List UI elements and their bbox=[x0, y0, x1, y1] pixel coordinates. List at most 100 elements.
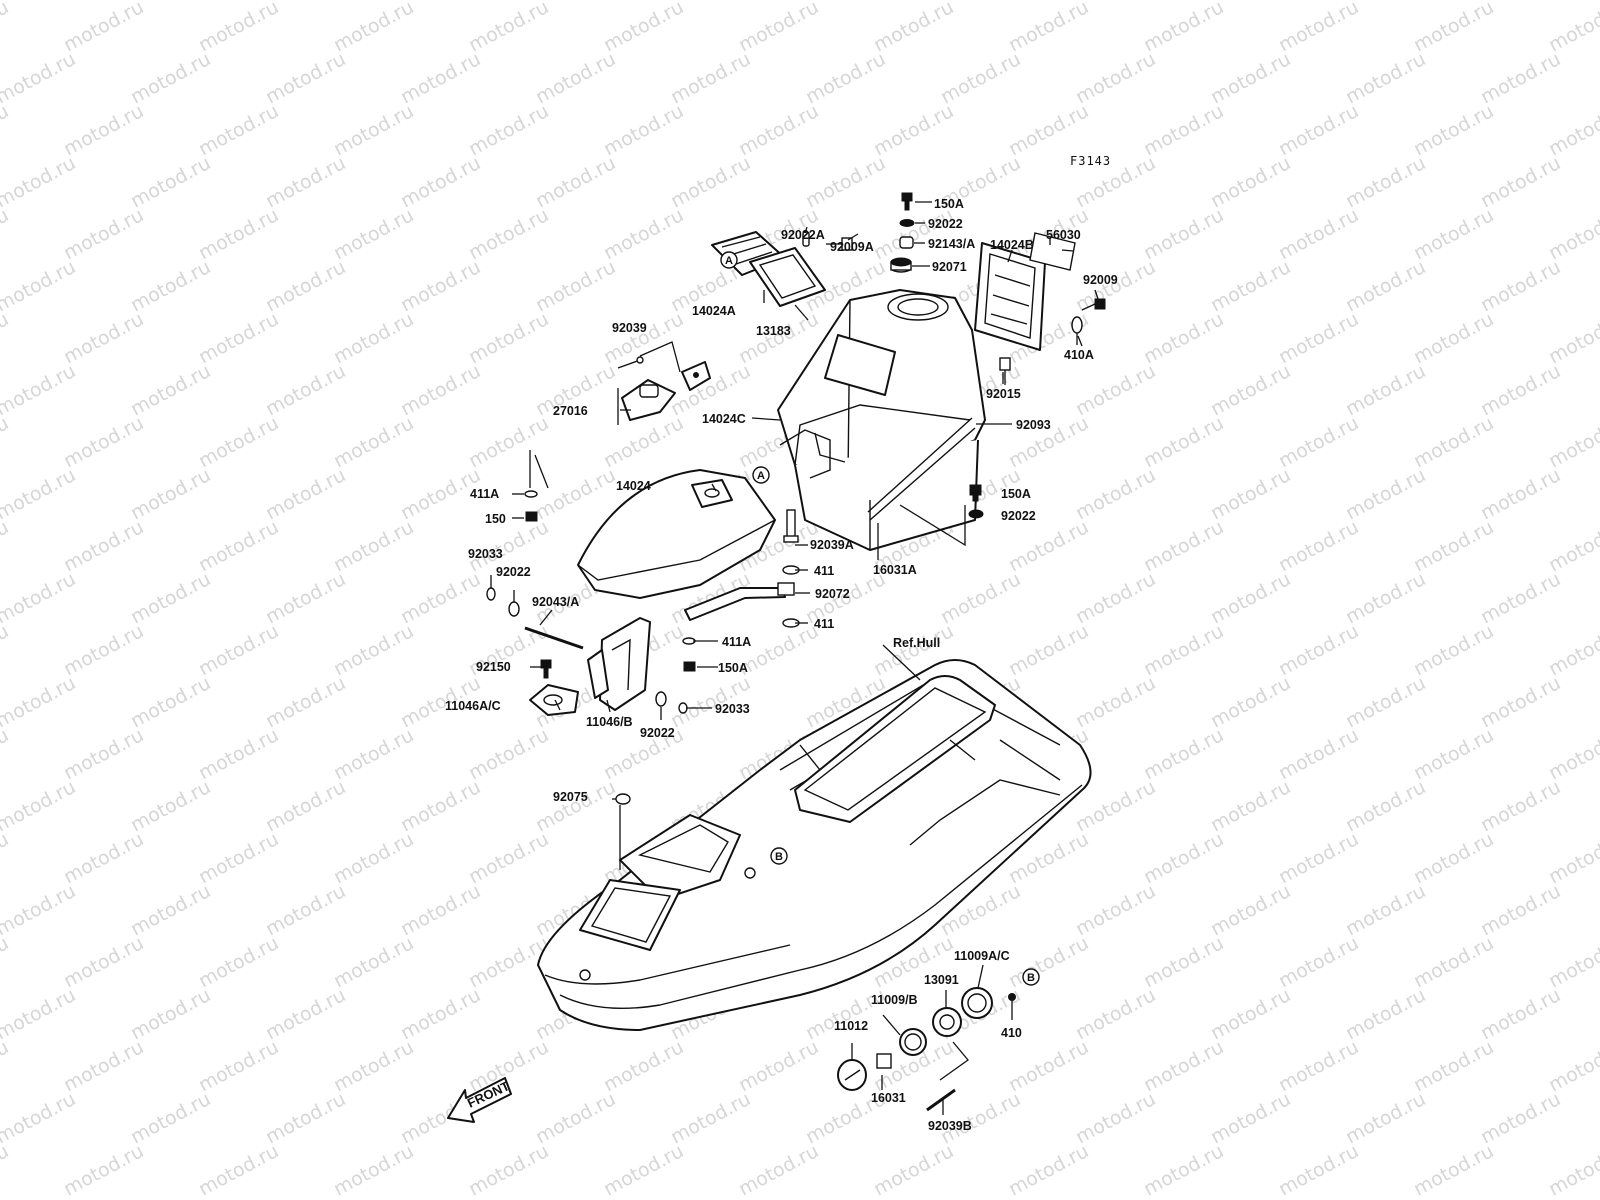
label-411a-mid: 411A bbox=[722, 635, 751, 649]
watermark-text: motod.ru bbox=[330, 828, 417, 888]
label-13091: 13091 bbox=[924, 973, 959, 987]
bolt-150a-right bbox=[969, 484, 982, 502]
bolt-150a-top bbox=[901, 192, 913, 211]
watermark-text: motod.ru bbox=[1072, 360, 1159, 420]
watermark-text: motod.ru bbox=[195, 828, 282, 888]
watermark-text: motod.ru bbox=[0, 776, 79, 836]
cap-16031 bbox=[876, 1053, 892, 1069]
bracket-11046b bbox=[587, 617, 651, 711]
pin-92039 bbox=[617, 359, 641, 369]
watermark-text: motod.ru bbox=[1275, 100, 1362, 160]
watermark-text: motod.ru bbox=[330, 932, 417, 992]
watermark-text: motod.ru bbox=[0, 1088, 79, 1148]
watermark-text: motod.ru bbox=[1005, 516, 1092, 576]
pin-92039b bbox=[926, 1088, 956, 1112]
watermark-text: motod.ru bbox=[1275, 0, 1362, 56]
watermark-text: motod.ru bbox=[1140, 412, 1227, 472]
watermark-text: motod.ru bbox=[262, 1088, 349, 1148]
watermark-text: motod.ru bbox=[397, 880, 484, 940]
watermark-text: motod.ru bbox=[1275, 1036, 1362, 1096]
watermark-text: motod.ru bbox=[195, 412, 282, 472]
label-150a-top: 150A bbox=[934, 197, 964, 211]
watermark-text: motod.ru bbox=[0, 256, 79, 316]
watermark-text: motod.ru bbox=[870, 0, 957, 56]
strap-92072 bbox=[684, 582, 795, 621]
watermark-text: motod.ru bbox=[330, 100, 417, 160]
label-14024c: 14024C bbox=[702, 412, 746, 426]
screw-92009a bbox=[826, 237, 853, 251]
watermark-text: motod.ru bbox=[262, 568, 349, 628]
label-13183: 13183 bbox=[756, 324, 791, 338]
watermark-text: motod.ru bbox=[465, 828, 552, 888]
watermark-text: motod.ru bbox=[60, 932, 147, 992]
label-11046b: 11046/B bbox=[586, 715, 633, 729]
watermark-text: motod.ru bbox=[465, 308, 552, 368]
watermark-text: motod.ru bbox=[870, 204, 957, 264]
leader-lines bbox=[490, 226, 1099, 1115]
watermark-text: motod.ru bbox=[1477, 464, 1564, 524]
nut-92015 bbox=[999, 357, 1011, 371]
watermark-text: motod.ru bbox=[1477, 776, 1564, 836]
watermark-text: motod.ru bbox=[1275, 932, 1362, 992]
watermark-text: motod.ru bbox=[1275, 516, 1362, 576]
watermark-text: motod.ru bbox=[60, 724, 147, 784]
watermark-text: motod.ru bbox=[60, 620, 147, 680]
watermark-text: motod.ru bbox=[397, 256, 484, 316]
watermark-text: motod.ru bbox=[262, 464, 349, 524]
watermark-text: motod.ru bbox=[1072, 48, 1159, 108]
watermark-text: motod.ru bbox=[127, 880, 214, 940]
pin-92039a bbox=[783, 509, 799, 543]
watermark-text: motod.ru bbox=[60, 204, 147, 264]
watermark-text: motod.ru bbox=[1275, 308, 1362, 368]
watermark-text: motod.ru bbox=[330, 308, 417, 368]
watermark-text: motod.ru bbox=[735, 1140, 822, 1200]
watermark-text: motod.ru bbox=[1410, 828, 1497, 888]
watermark-text: motod.ru bbox=[1477, 48, 1564, 108]
watermark-text: motod.ru bbox=[60, 1140, 147, 1200]
cap-11012 bbox=[837, 1059, 867, 1091]
watermark-text: motod.ru bbox=[195, 516, 282, 576]
watermark-text: motod.ru bbox=[60, 1036, 147, 1096]
watermark-text: motod.ru bbox=[1275, 620, 1362, 680]
front-arrow-icon: FRONT bbox=[447, 1077, 512, 1123]
watermark-text: motod.ru bbox=[1207, 1088, 1294, 1148]
watermark-text: motod.ru bbox=[1410, 204, 1497, 264]
watermark-text: motod.ru bbox=[0, 880, 79, 940]
watermark-text: motod.ru bbox=[0, 620, 12, 680]
watermark-text: motod.ru bbox=[1342, 984, 1429, 1044]
watermark-text: motod.ru bbox=[937, 568, 1024, 628]
washer-92022-right bbox=[968, 509, 984, 519]
watermark-text: motod.ru bbox=[1342, 776, 1429, 836]
watermark-text: motod.ru bbox=[1140, 932, 1227, 992]
part-labels: 150A 92022 92143/A 92071 14024B 56030 92… bbox=[445, 197, 1118, 1133]
label-92043a: 92043/A bbox=[532, 595, 579, 609]
watermark-text: motod.ru bbox=[262, 48, 349, 108]
plate-27016 bbox=[621, 379, 676, 421]
watermark-text: motod.ru bbox=[0, 724, 12, 784]
watermark-text: motod.ru bbox=[1140, 620, 1227, 680]
watermark-text: motod.ru bbox=[1410, 620, 1497, 680]
watermark-text: motod.ru bbox=[1072, 568, 1159, 628]
bolt-92150 bbox=[540, 659, 552, 679]
watermark-text: motod.ru bbox=[195, 308, 282, 368]
watermark-text: motod.ru bbox=[127, 1088, 214, 1148]
grommet-92071 bbox=[890, 257, 912, 273]
label-14024: 14024 bbox=[616, 479, 651, 493]
watermark-text: motod.ru bbox=[1005, 620, 1092, 680]
label-92022-right: 92022 bbox=[1001, 509, 1036, 523]
watermark-text: motod.ru bbox=[465, 204, 552, 264]
label-411-b: 411 bbox=[814, 617, 834, 631]
watermark-text: motod.ru bbox=[60, 828, 147, 888]
watermark-text: motod.ru bbox=[465, 1140, 552, 1200]
watermark-text: motod.ru bbox=[1342, 256, 1429, 316]
callout-b-cap: B bbox=[1022, 968, 1040, 986]
watermark-text: motod.ru bbox=[0, 308, 12, 368]
label-150-left: 150 bbox=[485, 512, 506, 526]
watermark-text: motod.ru bbox=[1140, 828, 1227, 888]
watermark-text: motod.ru bbox=[0, 568, 79, 628]
diagram-code: F3143 bbox=[1070, 154, 1111, 168]
watermark-text: motod.ru bbox=[397, 568, 484, 628]
watermark-text: motod.ru bbox=[195, 1036, 282, 1096]
watermark-text: motod.ru bbox=[735, 1036, 822, 1096]
watermark-text: motod.ru bbox=[532, 256, 619, 316]
